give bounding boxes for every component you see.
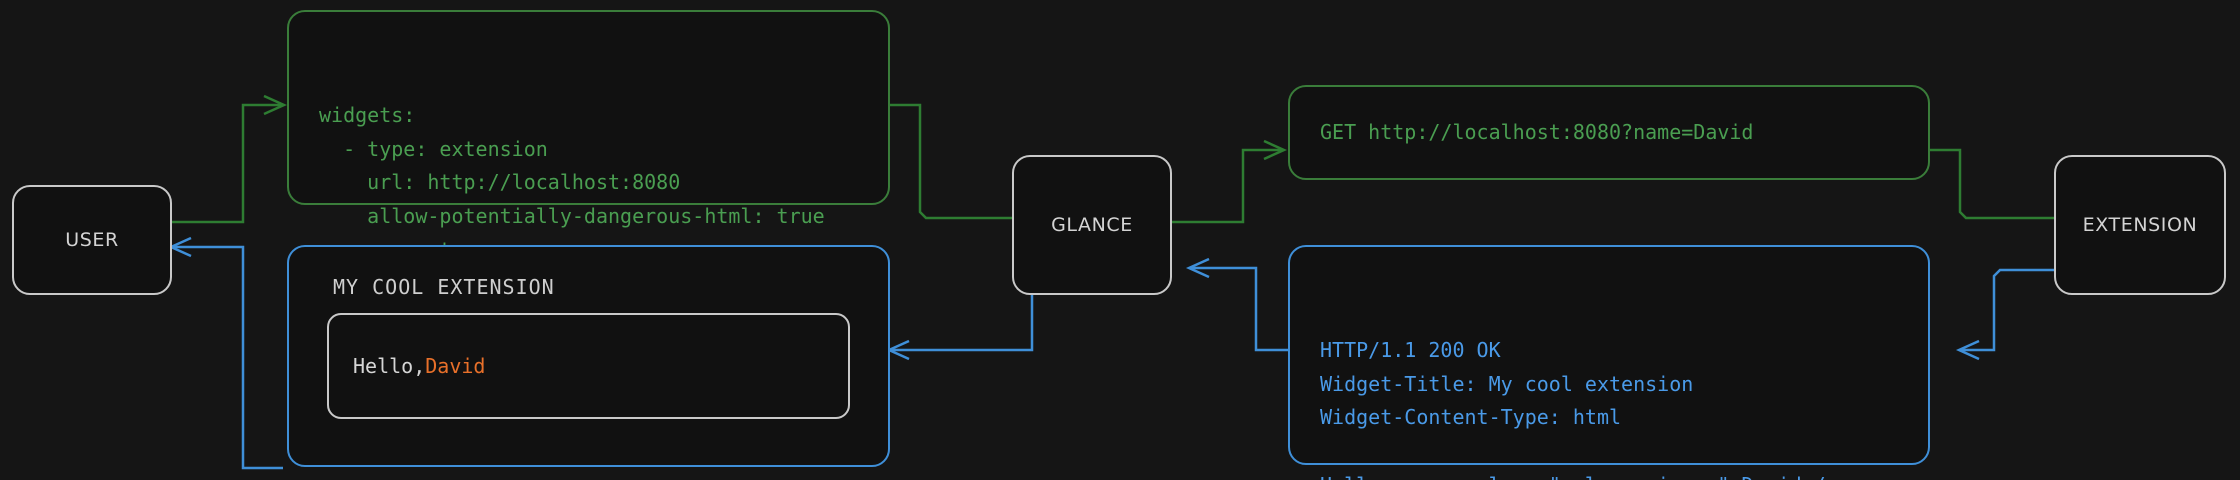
message-http-response: HTTP/1.1 200 OK Widget-Title: My cool ex… [1288,245,1930,480]
node-extension-label: EXTENSION [2082,214,2198,236]
widget-preview-card: MY COOL EXTENSION Hello, David [287,245,890,467]
node-user-label: USER [65,229,119,251]
widget-greeting-prefix: Hello, [353,354,426,378]
arrowhead-config-in [263,94,288,116]
wire-glance-to-request [1172,148,1283,224]
wire-user-to-config [172,103,283,224]
http-response-text: HTTP/1.1 200 OK Widget-Title: My cool ex… [1320,338,1886,480]
arrowhead-widget-in [885,339,910,361]
widget-preview-title: MY COOL EXTENSION [333,275,555,299]
arrowhead-user-in [167,236,192,258]
http-request-text: GET http://localhost:8080?name=David [1320,119,1754,144]
node-user[interactable]: USER [12,185,172,295]
arrowhead-glance-response-in [1185,257,1210,279]
message-http-request: GET http://localhost:8080?name=David [1288,85,1930,180]
widget-preview-body: Hello, David [327,313,850,419]
message-config-yaml: widgets: - type: extension url: http://l… [287,10,890,295]
wire-response-to-glance [1190,266,1288,352]
arrowhead-request-in [1263,139,1288,161]
node-glance-label: GLANCE [1051,214,1133,236]
arrowhead-response-out [1955,339,1980,361]
node-glance[interactable]: GLANCE [1012,155,1172,295]
wire-widget-to-user [172,245,283,470]
widget-greeting-name: David [425,354,486,378]
node-extension[interactable]: EXTENSION [2054,155,2226,295]
config-yaml-text: widgets: - type: extension url: http://l… [319,103,825,295]
